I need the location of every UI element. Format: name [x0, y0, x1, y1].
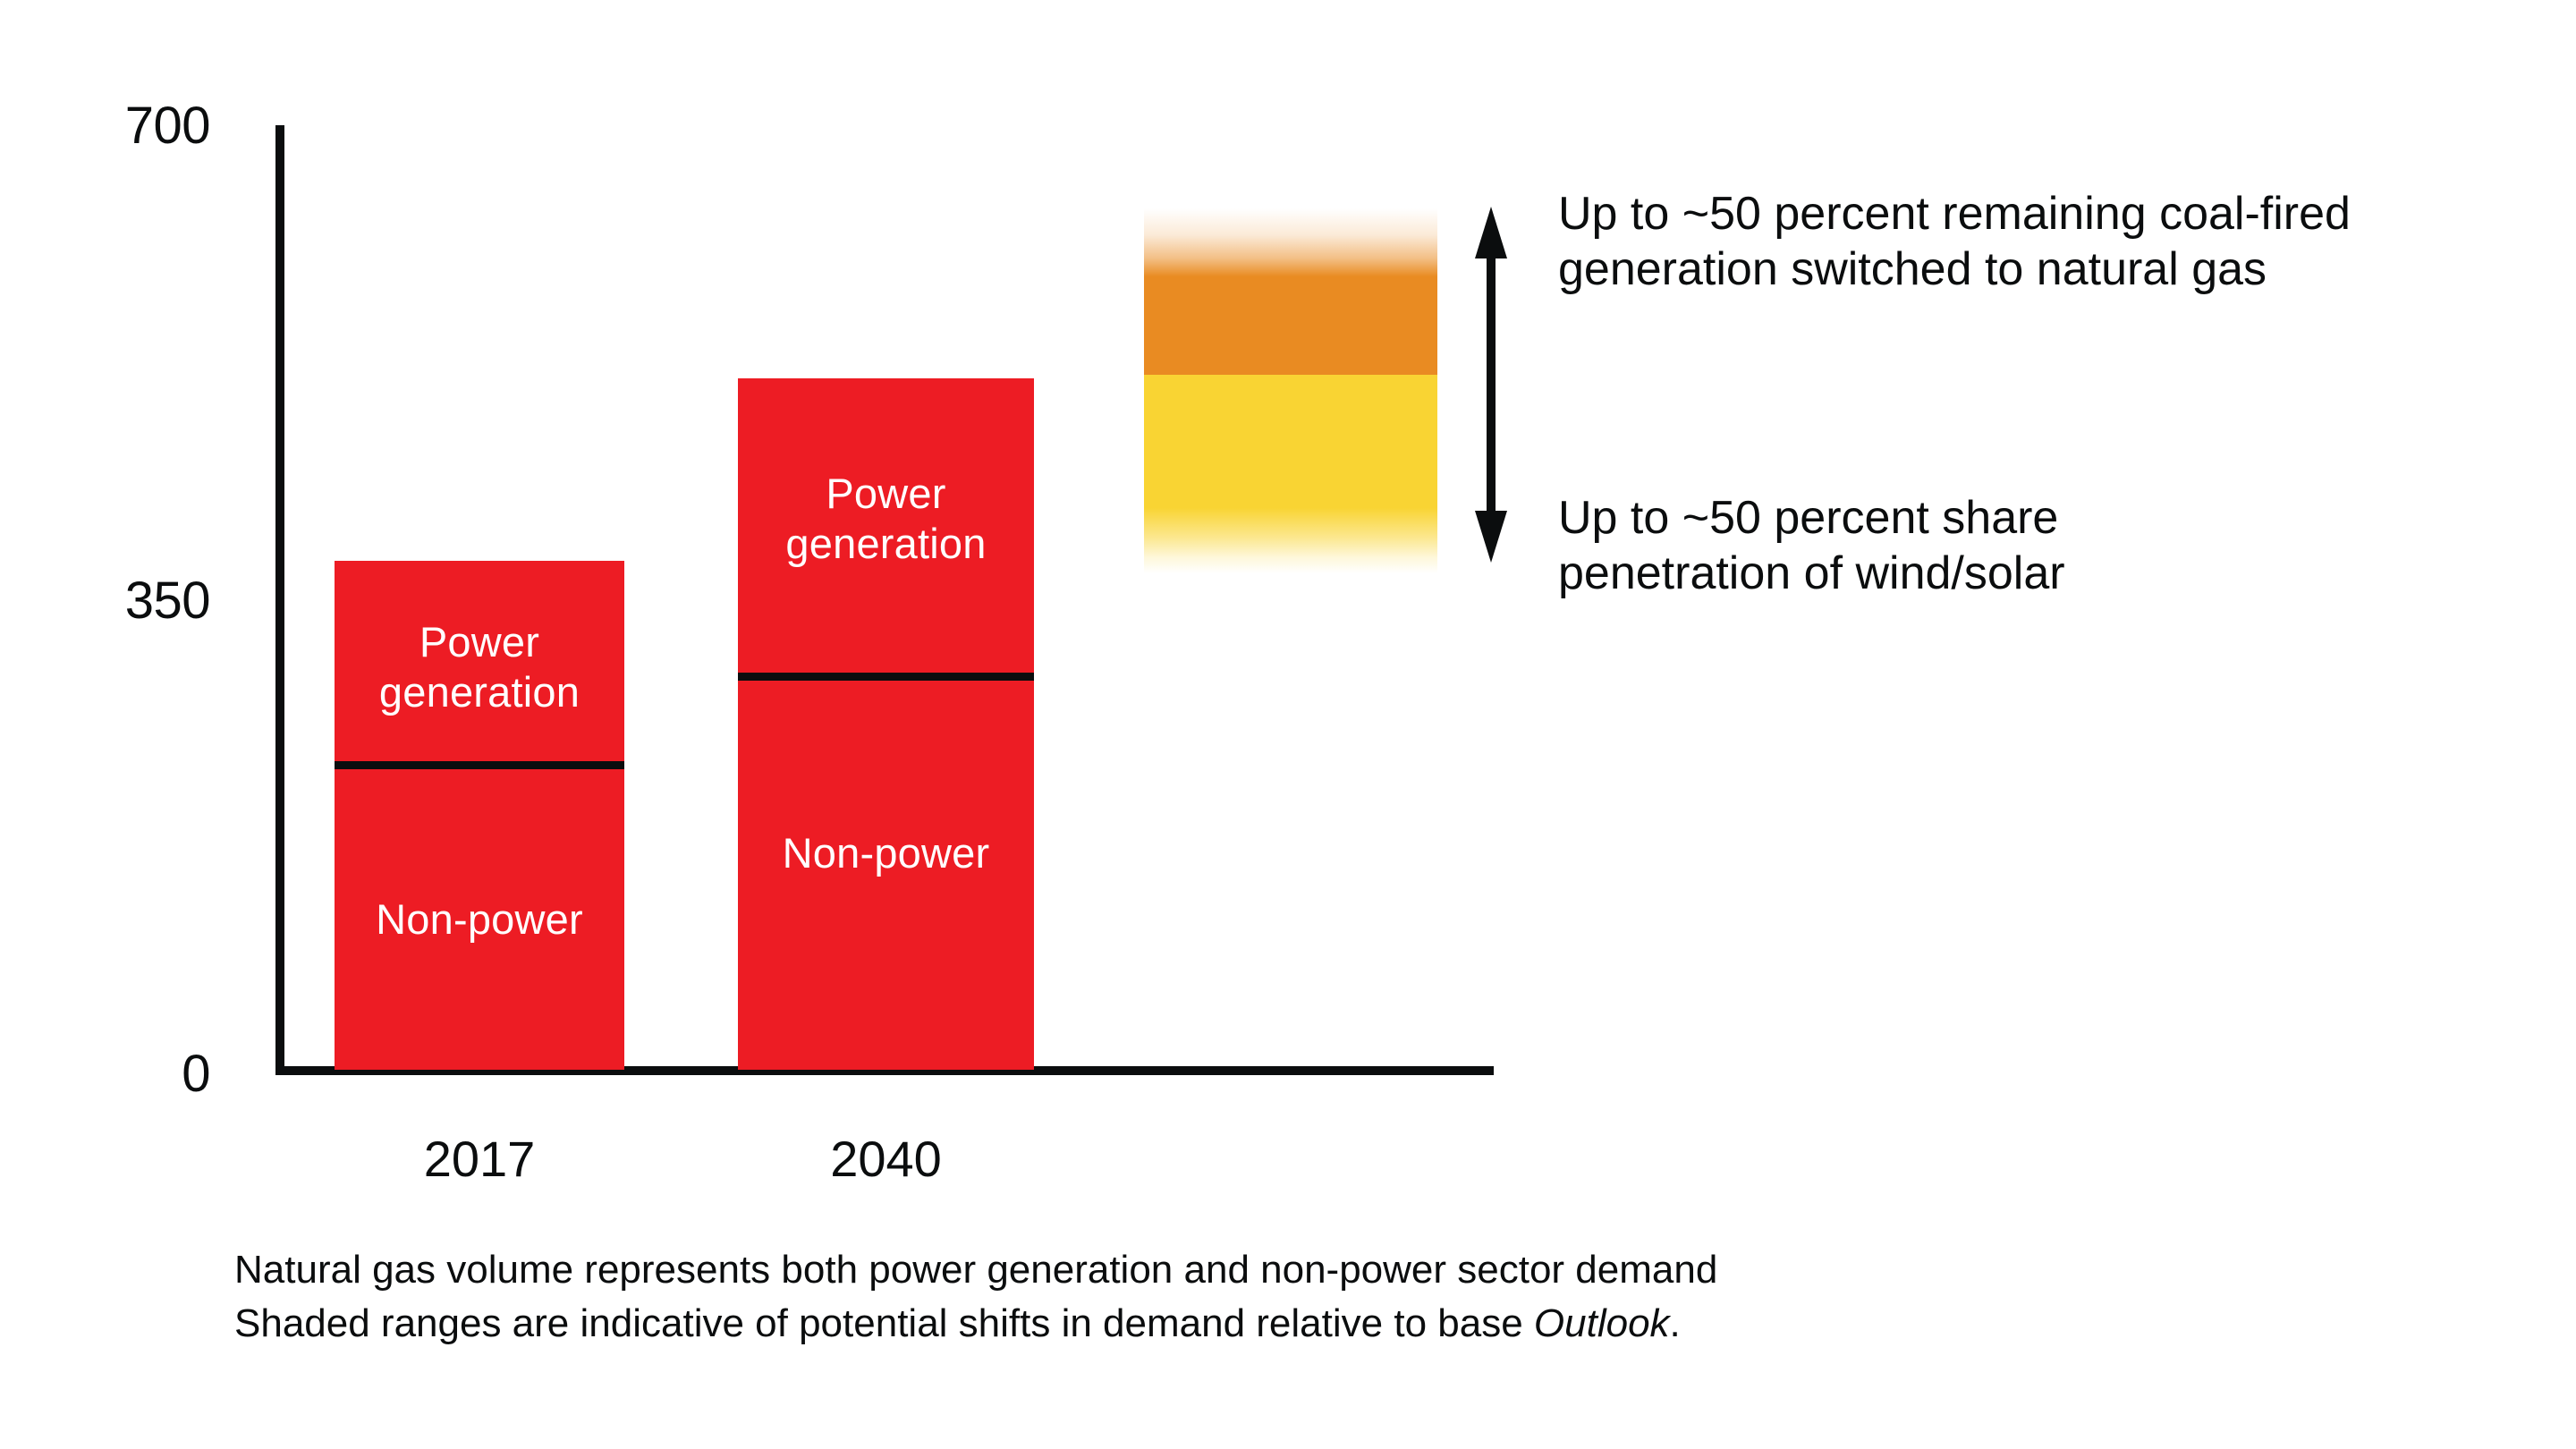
x-axis-line — [275, 1066, 1494, 1075]
bar-2040 — [738, 378, 1034, 1070]
y-axis-tick-350: 350 — [124, 572, 211, 630]
bar-2017-power-line2: generation — [378, 668, 580, 716]
shaded-range-orange — [1144, 208, 1437, 375]
annotation-wind-solar: Up to ~50 percent share penetration of w… — [1558, 490, 2453, 601]
y-axis-tick-700: 700 — [124, 97, 211, 155]
bar-2017-power-line1: Power — [419, 618, 540, 665]
annotation-wind-solar-line1: Up to ~50 percent share — [1558, 492, 2059, 544]
annotation-coal-switch-line1: Up to ~50 percent remaining coal-fired — [1558, 188, 2351, 240]
footnote-line-2-period: . — [1669, 1301, 1681, 1345]
footnote-line-2: Shaded ranges are indicative of potentia… — [234, 1297, 2202, 1351]
bar-2017-power-generation-label: Power generation — [335, 617, 624, 717]
footnote: Natural gas volume represents both power… — [234, 1243, 2202, 1351]
annotation-coal-switch-line2: generation switched to natural gas — [1558, 243, 2267, 295]
bar-2017-segment-divider — [335, 761, 624, 769]
footnote-line-1: Natural gas volume represents both power… — [234, 1248, 1718, 1292]
annotation-coal-switch: Up to ~50 percent remaining coal-fired g… — [1558, 186, 2524, 297]
bar-2040-segment-divider — [738, 673, 1034, 681]
bar-2040-power-generation-label: Power generation — [738, 469, 1034, 569]
double-headed-arrow-icon — [1474, 207, 1508, 563]
y-axis-tick-0: 0 — [182, 1045, 210, 1103]
x-axis-tick-2017: 2017 — [423, 1131, 536, 1187]
footnote-outlook-italic: Outlook — [1533, 1301, 1670, 1345]
footnote-line-2-text: Shaded ranges are indicative of potentia… — [234, 1301, 1534, 1345]
shaded-range-block — [1144, 208, 1437, 573]
y-axis-line — [275, 125, 284, 1075]
bar-2017 — [335, 561, 624, 1070]
bar-2040-power-line2: generation — [785, 520, 987, 567]
bar-2017-nonpower-label: Non-power — [376, 895, 583, 943]
bar-2040-power-line1: Power — [826, 470, 946, 517]
shaded-range-yellow — [1144, 375, 1437, 573]
annotation-wind-solar-line2: penetration of wind/solar — [1558, 547, 2065, 599]
bar-2040-nonpower-label: Non-power — [782, 829, 990, 877]
x-axis-tick-2040: 2040 — [830, 1131, 942, 1187]
